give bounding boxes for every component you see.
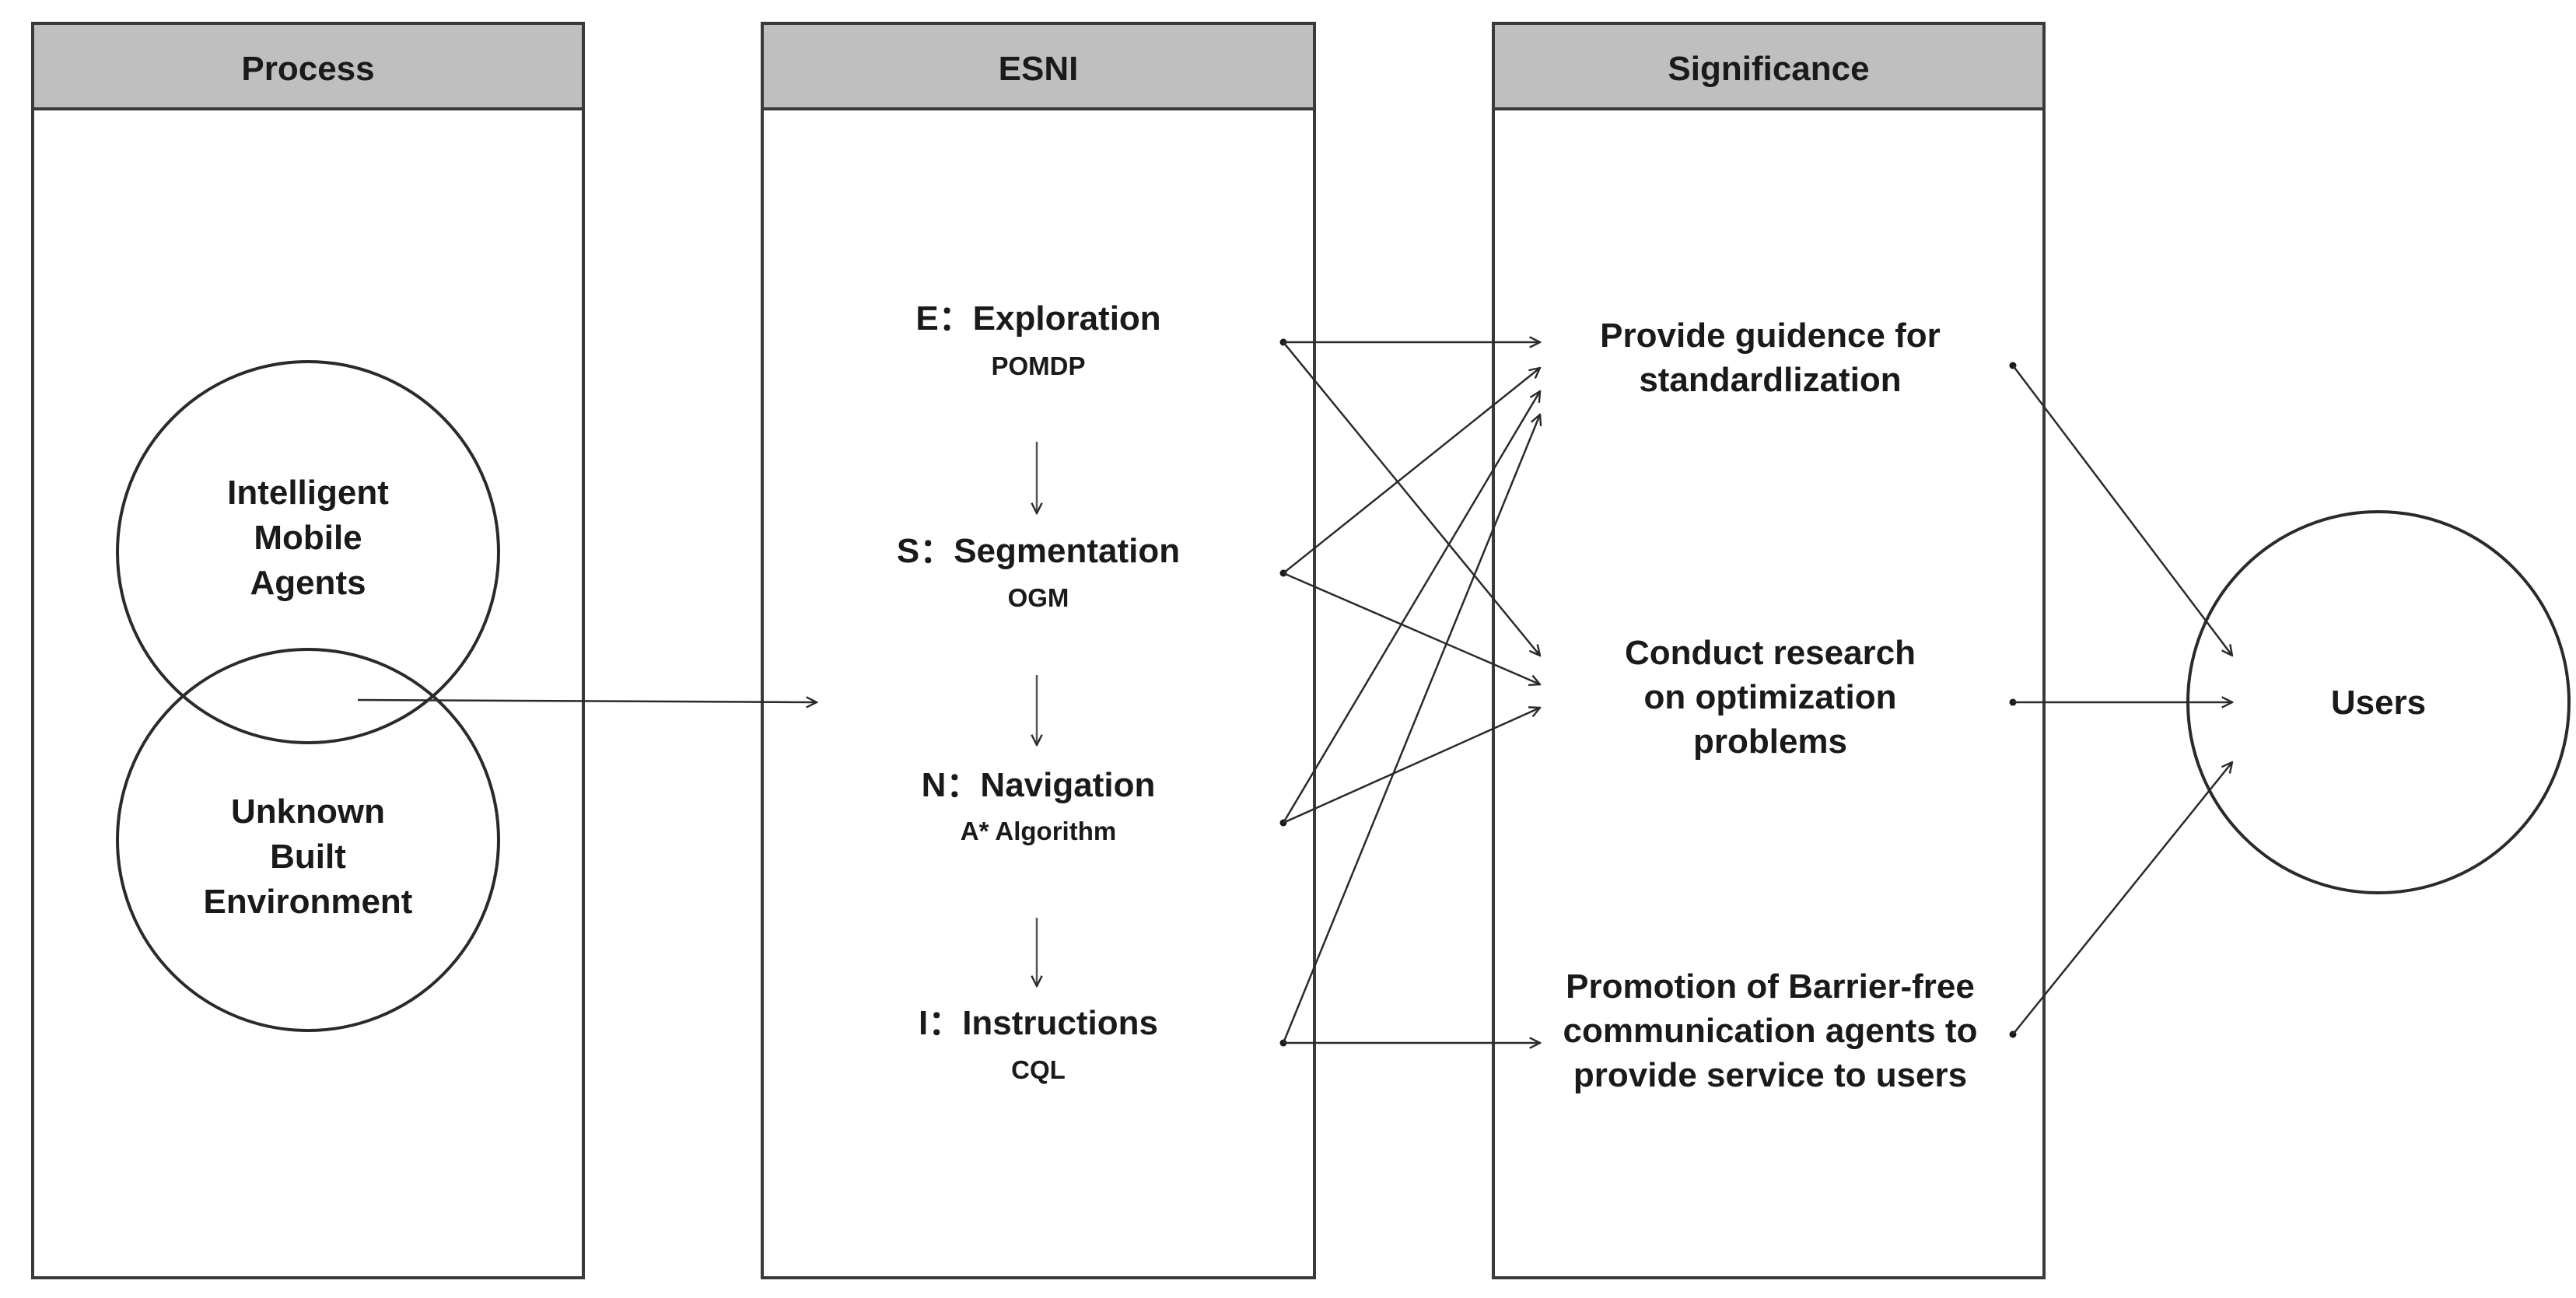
- environment-label-line-3: Environment: [204, 883, 413, 921]
- process-panel: Process Intelligent Mobile Agents Unknow…: [31, 22, 585, 1279]
- step-navigation-label: N：Navigation: [922, 766, 1156, 804]
- process-panel-header: [31, 22, 585, 110]
- process-panel-title: Process: [241, 50, 374, 88]
- segmentation-to-research-arrow: [1283, 572, 1540, 684]
- step-exploration-method: POMDP: [991, 352, 1085, 380]
- instructions-to-guidance-arrow: [1282, 415, 1540, 1044]
- significance-to-users-connections: [2009, 362, 2233, 1038]
- step-instructions-label: I：Instructions: [919, 1004, 1158, 1042]
- navigation-to-guidance-arrow: [1282, 391, 1540, 824]
- promotion-to-users-arrow: [2012, 762, 2232, 1035]
- step-exploration-label: E：Exploration: [915, 299, 1160, 338]
- esni-panel-header: [761, 22, 1316, 110]
- esni-panel-title: ESNI: [999, 50, 1079, 88]
- research-text-line-1: Conduct research: [1625, 634, 1916, 672]
- segmentation-to-guidance-arrow: [1283, 368, 1540, 574]
- intelligent-mobile-agents-circle: [116, 360, 500, 744]
- unknown-built-environment-circle: [116, 648, 500, 1032]
- esni-panel-frame: [761, 22, 1316, 1279]
- guidance-to-users-arrow: [2012, 365, 2232, 656]
- significance-panel-header: [1492, 22, 2046, 110]
- users-node: Users: [2186, 510, 2571, 894]
- guidance-text-line-2: standardlization: [1639, 361, 1901, 399]
- significance-panel: Significance Provide guidence for standa…: [1492, 22, 2046, 1279]
- agents-label-line-3: Agents: [250, 564, 366, 602]
- research-text-line-3: problems: [1693, 722, 1847, 761]
- promotion-text-line-3: provide service to users: [1573, 1056, 1967, 1094]
- promotion-text-line-2: communication agents to: [1563, 1012, 1978, 1050]
- research-text-line-2: on optimization: [1643, 678, 1896, 716]
- step-segmentation-method: OGM: [1008, 583, 1069, 612]
- environment-label-line-2: Built: [270, 838, 346, 876]
- process-to-esni-arrow: [357, 700, 817, 702]
- exploration-to-research-arrow: [1283, 341, 1540, 656]
- promotion-text-line-1: Promotion of Barrier-free: [1566, 967, 1975, 1006]
- esni-panel: ESNI E：Exploration POMDP S：Segmentation …: [761, 22, 1316, 1279]
- significance-panel-title: Significance: [1668, 50, 1869, 88]
- guidance-text-line-1: Provide guidence for: [1600, 317, 1941, 355]
- significance-panel-frame: [1492, 22, 2046, 1279]
- step-instructions-method: CQL: [1011, 1055, 1066, 1084]
- users-label: Users: [2331, 684, 2426, 722]
- step-segmentation-label: S：Segmentation: [897, 532, 1180, 570]
- environment-label-line-1: Unknown: [231, 792, 385, 831]
- agents-label-line-1: Intelligent: [227, 474, 389, 512]
- navigation-to-research-arrow: [1283, 708, 1540, 824]
- agents-label-line-2: Mobile: [254, 519, 362, 557]
- step-navigation-method: A* Algorithm: [961, 817, 1116, 845]
- esni-to-significance-connections: [1279, 339, 1541, 1047]
